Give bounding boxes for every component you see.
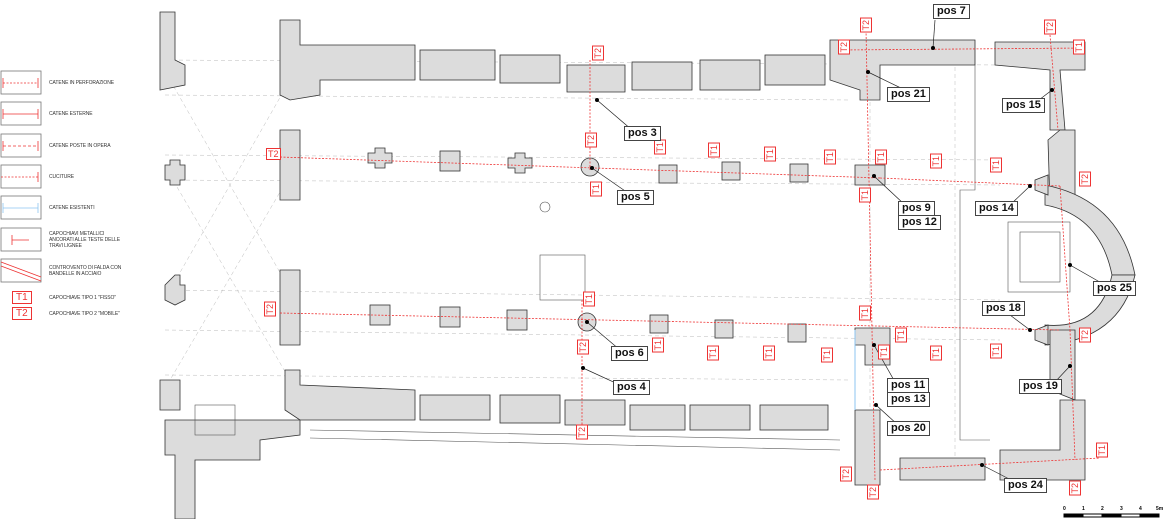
position-label: pos 5	[617, 190, 654, 205]
tag-t2: T2	[840, 467, 852, 482]
tag-t1: T1	[1096, 443, 1108, 458]
position-label: pos 20	[887, 421, 930, 436]
tie-rods	[279, 29, 1101, 481]
legend-label: CATENE ESTERNE	[49, 111, 93, 117]
tag-t1: T1	[583, 292, 595, 307]
tag-t1: T1	[878, 345, 890, 360]
legend-symbols	[0, 78, 42, 282]
walls	[159, 11, 1136, 519]
tag-t2: T2	[1044, 20, 1056, 35]
tag-t1: T1	[990, 344, 1002, 359]
tag-t1: T1	[895, 328, 907, 343]
legend-label: CAPOCHIAVI METALLICI ANCORATI ALLE TESTE…	[49, 231, 120, 249]
tag-t1: T1	[708, 143, 720, 158]
scale-tick: 1	[1082, 506, 1085, 512]
legend-boxes	[0, 70, 42, 283]
tag-t1: T1	[824, 150, 836, 165]
scale-tick: 2	[1101, 506, 1104, 512]
tag-t1: T1	[654, 140, 666, 155]
tag-t2: T2	[867, 485, 879, 500]
legend-tag-t2: T2	[12, 307, 32, 320]
position-label: pos 15	[1002, 98, 1045, 113]
tag-t2: T2	[1069, 481, 1081, 496]
position-label: pos 24	[1004, 478, 1047, 493]
tag-t2: T2	[592, 46, 604, 61]
tag-t1: T1	[590, 182, 602, 197]
tag-t1: T1	[859, 306, 871, 321]
tag-t1: T1	[859, 188, 871, 203]
position-label: pos 7	[933, 4, 970, 19]
tag-t1: T1	[764, 147, 776, 162]
tag-t1: T1	[930, 346, 942, 361]
tag-t1: T1	[707, 346, 719, 361]
legend-label: CONTROVENTO DI FALDA CON BANDELLE IN ACC…	[49, 265, 122, 277]
tag-t1: T1	[763, 346, 775, 361]
scale-bar	[1063, 513, 1160, 518]
position-label: pos 12	[898, 215, 941, 230]
legend-label: CATENE IN PERFORAZIONE	[49, 80, 114, 86]
legend-label: CATENE POSTE IN OPERA	[49, 143, 111, 149]
position-label: pos 13	[887, 392, 930, 407]
position-label: pos 3	[624, 126, 661, 141]
tag-t2: T2	[860, 18, 872, 33]
scale-tick: 4	[1139, 506, 1142, 512]
legend-label: CAPOCHIAVE TIPO 2 "MOBILE"	[49, 311, 120, 317]
tag-t2: T2	[1079, 328, 1091, 343]
scale-tick: 0	[1063, 506, 1066, 512]
position-label: pos 4	[613, 380, 650, 395]
legend-label: CATENE ESISTENTI	[49, 205, 95, 211]
tag-t2: T2	[1079, 172, 1091, 187]
position-label: pos 19	[1019, 379, 1062, 394]
position-label: pos 14	[975, 201, 1018, 216]
scale-tick: 3	[1120, 506, 1123, 512]
position-label: pos 11	[887, 378, 930, 392]
position-label: pos 18	[982, 301, 1025, 316]
position-label: pos 6	[611, 346, 648, 361]
tag-t1: T1	[1073, 40, 1085, 55]
tag-t1: T1	[821, 348, 833, 363]
tag-t2: T2	[585, 133, 597, 148]
legend-label: CAPOCHIAVE TIPO 1 "FISSO"	[49, 295, 116, 301]
position-label: pos 9	[898, 201, 935, 215]
tag-t1: T1	[990, 158, 1002, 173]
tag-t2: T2	[576, 425, 588, 440]
tag-t1: T1	[875, 150, 887, 165]
tag-t2: T2	[577, 340, 589, 355]
tag-t1: T1	[930, 154, 942, 169]
tag-t1: T1	[652, 338, 664, 353]
scale-tick: 5m	[1156, 506, 1164, 512]
position-label: pos 25	[1093, 281, 1136, 296]
tag-t2: T2	[838, 40, 850, 55]
legend-label: CUCITURE	[49, 174, 75, 180]
legend-tag-t1: T1	[12, 291, 32, 304]
position-label: pos 21	[887, 87, 930, 102]
tag-t2: T2	[266, 148, 281, 160]
tag-t2: T2	[264, 302, 276, 317]
